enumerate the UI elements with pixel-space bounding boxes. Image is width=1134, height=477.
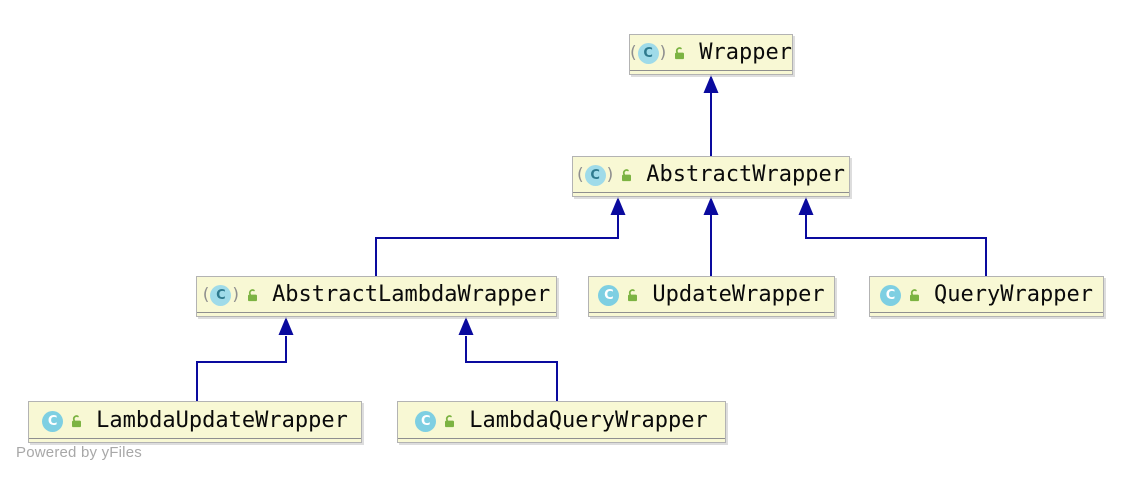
abstract-class-icon: C — [577, 165, 613, 186]
class-node-abstract-wrapper[interactable]: C AbstractWrapper — [572, 156, 850, 197]
class-node-update-wrapper[interactable]: C UpdateWrapper — [588, 276, 835, 317]
class-icon: C — [210, 285, 232, 306]
abstract-class-icon: C — [203, 285, 239, 306]
abstract-class-icon: C — [630, 43, 666, 64]
yfiles-watermark: Powered by yFiles — [16, 444, 142, 461]
edge-lambdaquerywrapper-to-abstractlambdawrapper[interactable] — [458, 317, 558, 401]
class-icon-wrap: C — [598, 285, 620, 306]
edge-querywrapper-to-abstractwrapper[interactable] — [798, 197, 987, 276]
class-node-wrapper[interactable]: C Wrapper — [629, 34, 793, 75]
open-lock-icon — [445, 414, 455, 427]
class-icon-wrap: C — [880, 285, 902, 306]
open-lock-icon — [675, 47, 685, 60]
class-icon: C — [415, 410, 437, 432]
class-node-abstract-lambda-wrapper[interactable]: C AbstractLambdaWrapper — [196, 276, 557, 317]
class-icon-wrap: C — [42, 410, 64, 432]
class-icon: C — [637, 43, 659, 64]
class-icon: C — [42, 410, 64, 432]
edge-abstractwrapper-to-wrapper[interactable] — [703, 75, 719, 156]
class-node-lambda-update-wrapper[interactable]: C LambdaUpdateWrapper — [28, 401, 362, 443]
class-name: AbstractLambdaWrapper — [272, 282, 551, 307]
node-icons: C — [630, 43, 687, 66]
class-name: QueryWrapper — [934, 282, 1093, 307]
class-node-lambda-query-wrapper[interactable]: C LambdaQueryWrapper — [397, 401, 726, 443]
open-lock-icon — [72, 414, 82, 427]
edge-lambdaupdatewrapper-to-abstractlambdawrapper[interactable] — [196, 317, 294, 401]
edge-abstractlambdawrapper-to-abstractwrapper[interactable] — [375, 197, 626, 276]
class-icon: C — [584, 165, 606, 186]
open-lock-icon — [248, 289, 258, 302]
open-lock-icon — [910, 289, 920, 302]
class-icon-wrap: C — [415, 410, 437, 432]
node-icons: C — [598, 285, 640, 308]
class-icon: C — [598, 285, 620, 306]
node-icons: C — [203, 285, 260, 308]
open-lock-icon — [622, 169, 632, 182]
class-name: UpdateWrapper — [652, 282, 825, 307]
class-node-query-wrapper[interactable]: C QueryWrapper — [869, 276, 1104, 317]
class-icon: C — [880, 285, 902, 306]
class-name: LambdaQueryWrapper — [469, 407, 708, 433]
edge-updatewrapper-to-abstractwrapper[interactable] — [703, 197, 719, 276]
node-icons: C — [42, 410, 84, 434]
class-name: LambdaUpdateWrapper — [96, 407, 348, 433]
node-icons: C — [880, 285, 922, 308]
node-icons: C — [577, 165, 634, 188]
open-lock-icon — [628, 289, 638, 302]
class-name: AbstractWrapper — [646, 162, 845, 187]
node-icons: C — [415, 410, 457, 434]
class-name: Wrapper — [699, 40, 792, 65]
